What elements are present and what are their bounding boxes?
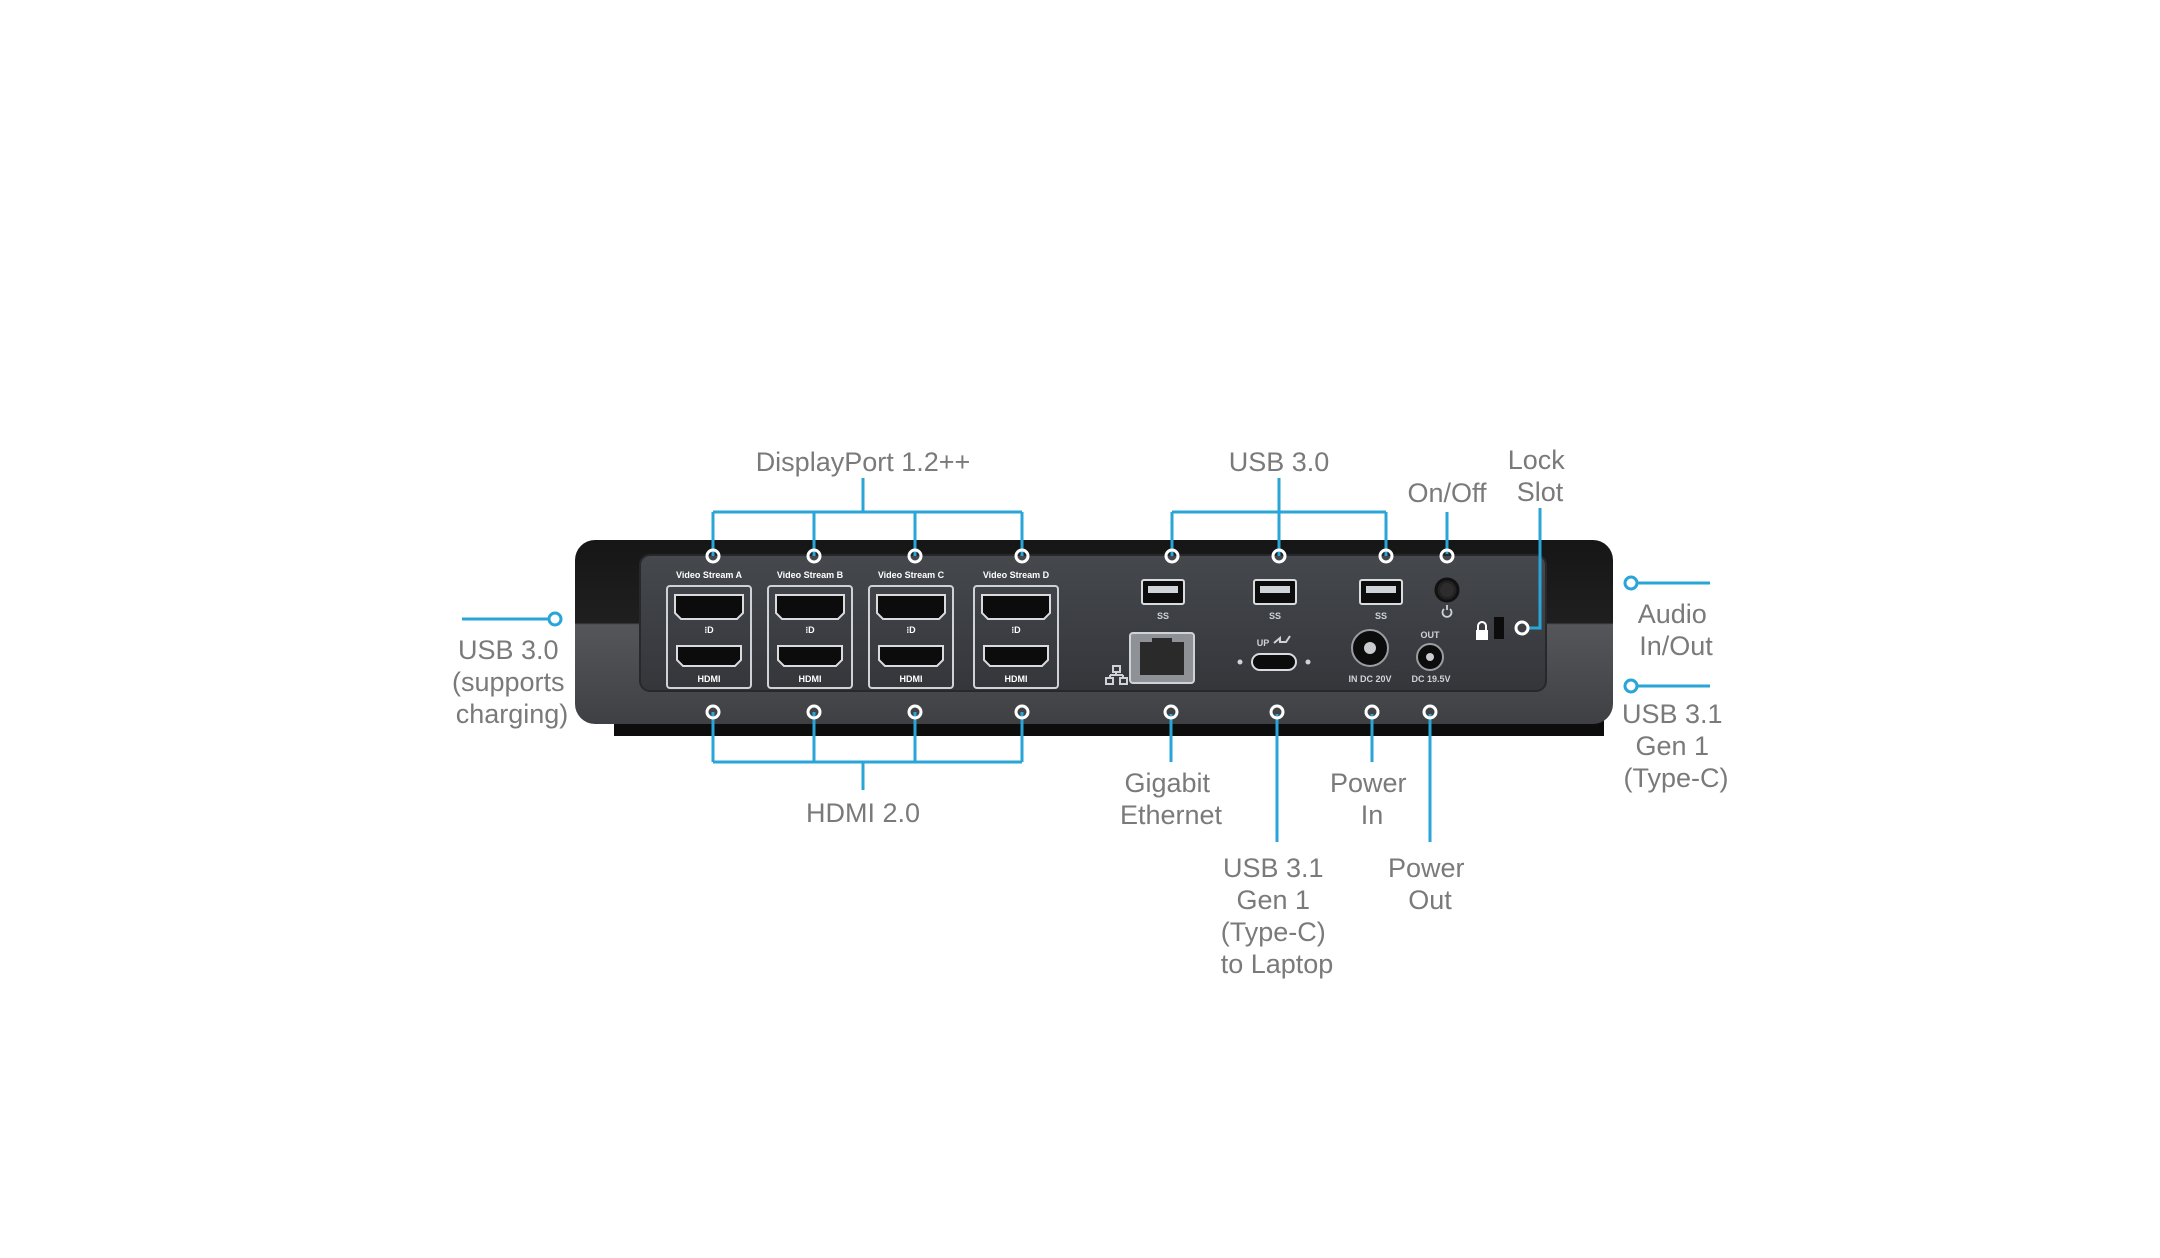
hdmi-port-label: HDMI [799,674,822,684]
power-in-jack[interactable]: IN DC 20V [1348,629,1392,684]
video-stream-label: Video Stream A [676,570,743,580]
usb-ss-logo: SS [1269,611,1281,621]
label-gigabit-ethernet: Gigabit Ethernet [1120,768,1223,830]
lock-slot[interactable] [1494,617,1504,639]
ethernet-port[interactable] [1129,632,1195,684]
hdmi-port-label: HDMI [900,674,923,684]
lock-icon [1476,621,1488,640]
label-usb-3-1-laptop: USB 3.1 Gen 1 (Type-C) to Laptop [1221,853,1334,979]
video-stream-label: Video Stream C [878,570,945,580]
usb-a-port-3[interactable]: SS [1359,579,1403,621]
power-out-jack[interactable]: OUT DC 19.5V [1411,630,1450,684]
dp-icon: ⁝D [906,625,916,635]
video-port-group-c: Video Stream C ⁝D HDMI [868,570,954,689]
power-button[interactable] [1434,577,1460,603]
usb-a-port-1[interactable]: SS [1141,579,1185,621]
hdmi-port-label: HDMI [698,674,721,684]
hdmi-port-b[interactable] [777,645,843,667]
label-on-off: On/Off [1407,478,1487,508]
video-port-group-a: Video Stream A ⁝D HDMI [666,570,752,689]
usb-ss-logo: SS [1375,611,1387,621]
dc-out-top-label: OUT [1421,630,1441,640]
hdmi-port-d[interactable] [983,645,1049,667]
usb-a-port-2[interactable]: SS [1253,579,1297,621]
label-usb-3-1-right: USB 3.1 Gen 1 (Type-C) [1622,699,1730,793]
up-label: UP [1257,638,1270,648]
label-audio-in-out: Audio In/Out [1638,599,1715,661]
dp-icon: ⁝D [1011,625,1021,635]
dc-in-label: IN DC 20V [1348,674,1391,684]
dp-icon: ⁝D [704,625,714,635]
hdmi-port-label: HDMI [1005,674,1028,684]
displayport-d[interactable] [981,594,1051,620]
lightning-icon [1273,635,1291,644]
dp-icon: ⁝D [805,625,815,635]
label-usb-3-0-charging: USB 3.0 (supports charging) [452,635,572,729]
video-port-group-b: Video Stream B ⁝D HDMI [767,570,853,689]
usb-ss-logo: SS [1157,611,1169,621]
hdmi-port-a[interactable] [676,645,742,667]
video-stream-label: Video Stream D [983,570,1050,580]
usb-c-upstream-port[interactable]: UP [1237,635,1311,671]
displayport-b[interactable] [775,594,845,620]
video-port-group-d: Video Stream D ⁝D HDMI [973,570,1059,689]
label-hdmi-2-0: HDMI 2.0 [806,798,920,828]
video-stream-label: Video Stream B [777,570,844,580]
label-displayport: DisplayPort 1.2++ [756,447,971,477]
power-icon [1441,605,1453,618]
dc-out-label: DC 19.5V [1411,674,1450,684]
label-power-out: Power Out [1388,853,1472,915]
hdmi-port-c[interactable] [878,645,944,667]
callout-dots [547,548,1639,720]
network-icon [1105,665,1128,685]
label-power-in: Power In [1330,768,1414,830]
callout-lines [462,478,1710,842]
displayport-a[interactable] [674,594,744,620]
label-lock-slot: Lock Slot [1508,445,1573,507]
label-usb-3-0-top: USB 3.0 [1229,447,1330,477]
displayport-c[interactable] [876,594,946,620]
